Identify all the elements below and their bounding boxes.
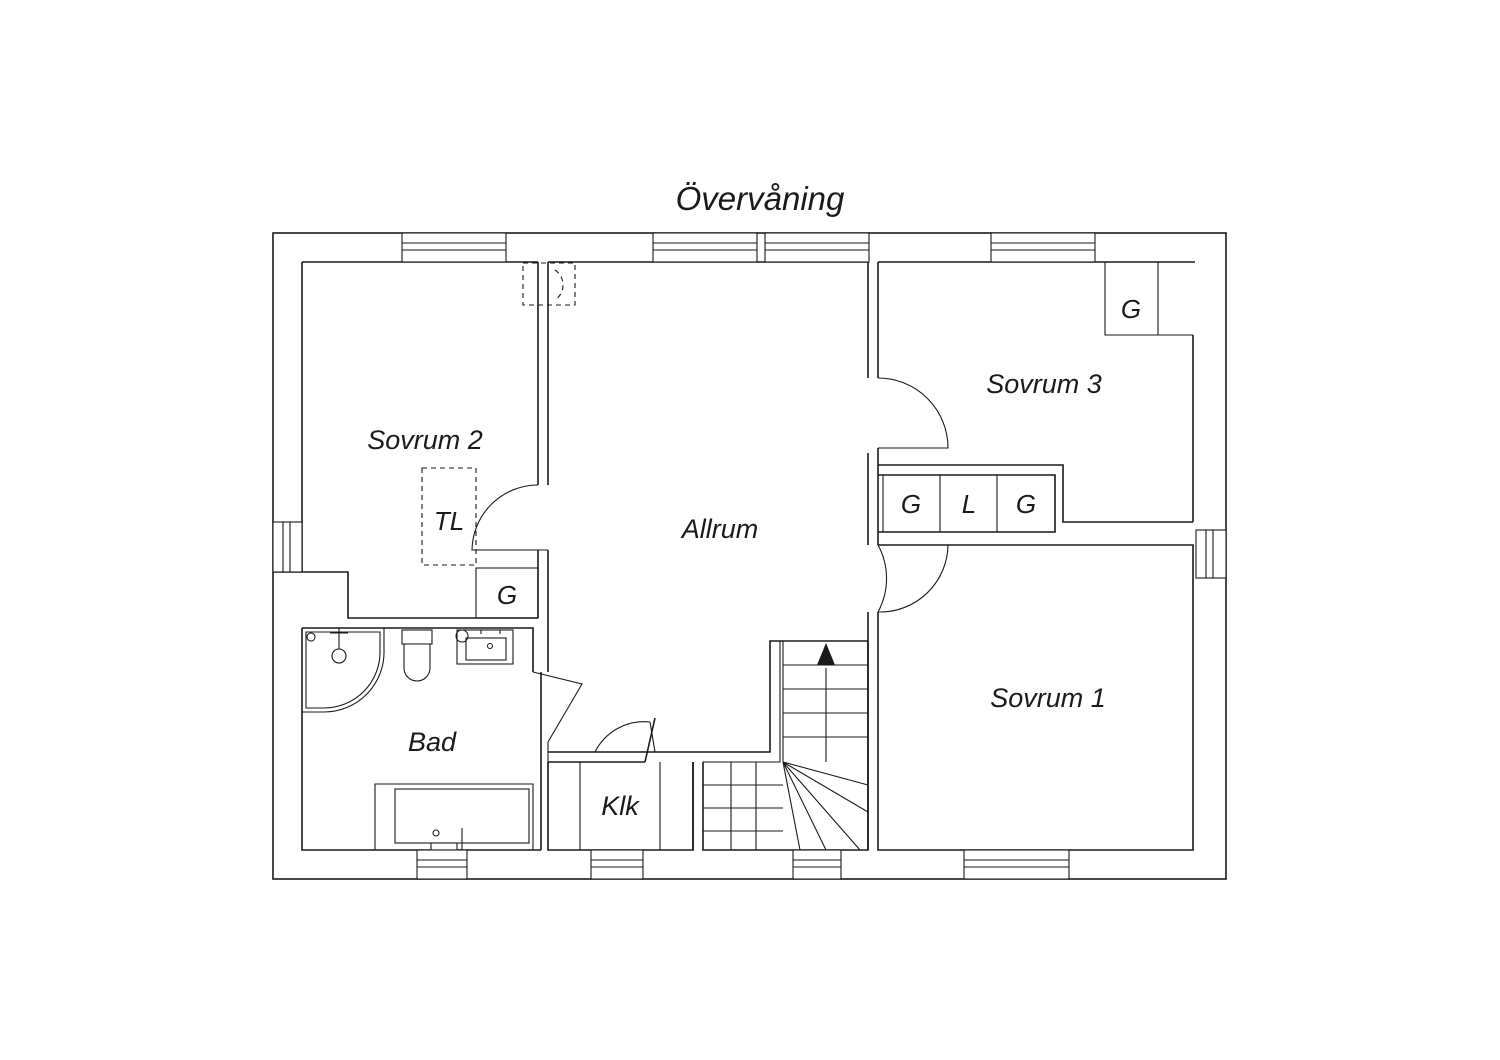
room-sovrum-1: Sovrum 1 [877,544,1194,851]
label-allrum: Allrum [680,514,759,544]
storage-g-sovrum-2: G [497,580,517,610]
room-sovrum-3: G Sovrum 3 [877,261,1195,523]
storage-g-left: G [901,489,921,519]
windows [272,232,1227,880]
storage-tl: TL [434,506,464,536]
room-klk: Klk [547,762,694,851]
label-klk: Klk [601,791,640,821]
label-sovrum-3: Sovrum 3 [986,369,1102,399]
label-sovrum-2: Sovrum 2 [367,425,483,455]
outer-walls [272,232,1227,880]
floor-title: Övervåning [676,180,845,217]
storage-g-sovrum-3: G [1121,294,1141,324]
label-bad: Bad [408,727,457,757]
label-sovrum-1: Sovrum 1 [990,683,1106,713]
room-bad: Bad [302,627,583,851]
stair-arrow-icon [817,643,835,665]
staircase [702,641,869,851]
room-sovrum-2: TL G Sovrum 2 [367,262,576,672]
storage-l: L [962,489,976,519]
closet-strip: G L G [877,465,1056,545]
storage-g-right: G [1016,489,1036,519]
